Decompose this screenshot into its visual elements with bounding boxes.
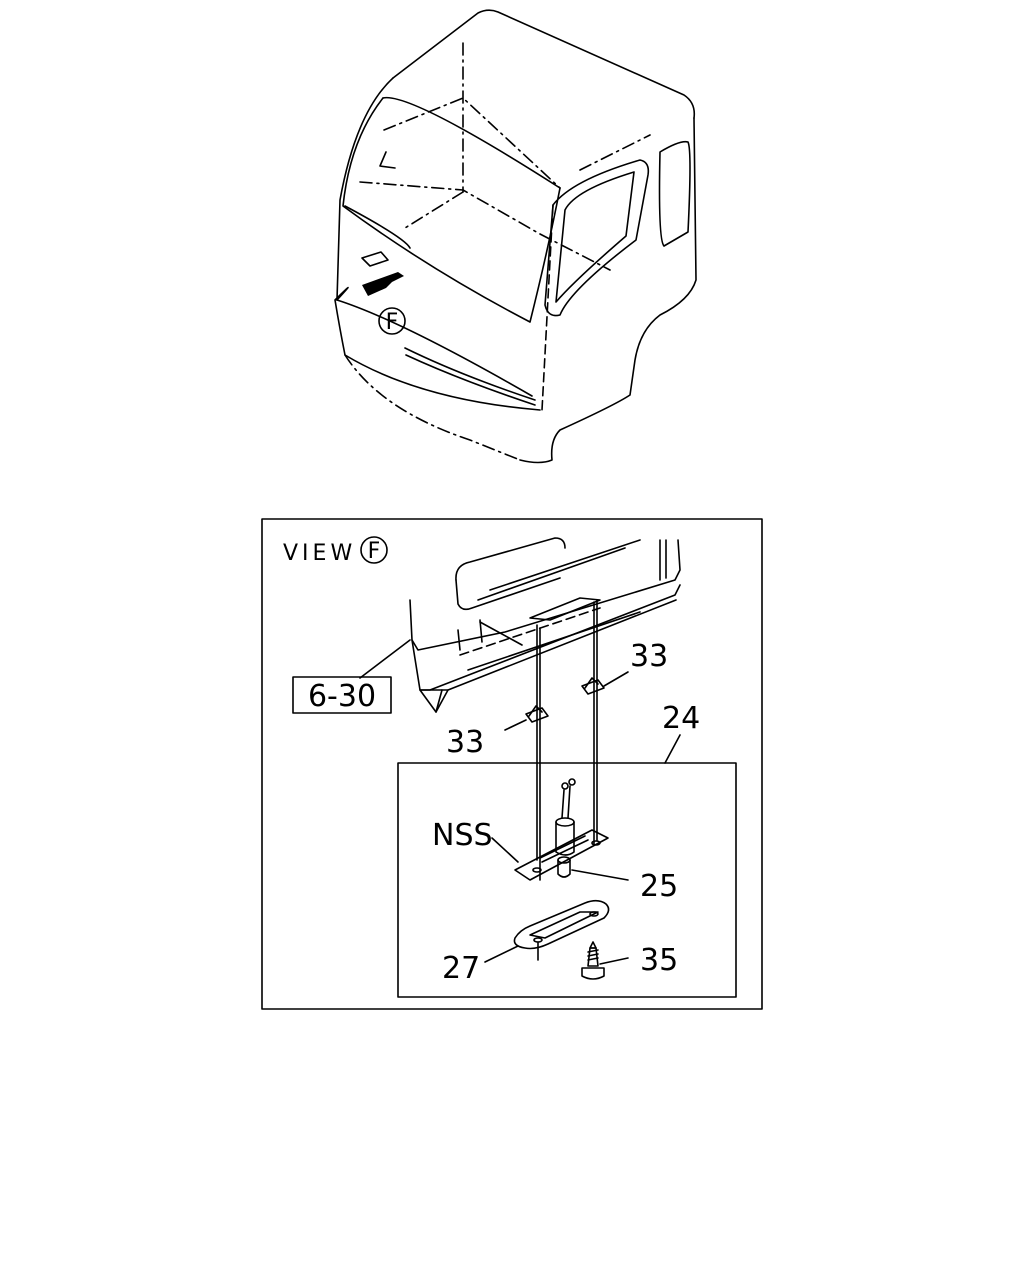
- lens: [513, 899, 610, 961]
- clip-upper: [581, 677, 605, 695]
- screw: [581, 941, 605, 980]
- callout-24: 24: [662, 701, 700, 736]
- callout-35: 35: [640, 943, 678, 978]
- detail-view-panel: VIEW F 6-30: [261, 518, 763, 1010]
- callout-25: 25: [640, 869, 678, 904]
- overview-view-marker: F: [386, 310, 399, 335]
- callout-33-upper: 33: [630, 639, 668, 674]
- cab-header-section: [409, 537, 681, 713]
- lamp-assembly-box: [397, 762, 737, 998]
- lamp-base: [514, 778, 609, 881]
- clip-lower: [525, 705, 549, 723]
- callout-nss: NSS: [432, 818, 493, 853]
- view-title: VIEW: [283, 541, 356, 566]
- bulb: [557, 856, 571, 878]
- ref-box-label: 6-30: [308, 679, 376, 714]
- callout-33-lower: 33: [446, 725, 484, 760]
- view-marker: F: [368, 539, 381, 564]
- callout-27: 27: [442, 951, 480, 986]
- cab-overview-drawing: F: [334, 9, 697, 464]
